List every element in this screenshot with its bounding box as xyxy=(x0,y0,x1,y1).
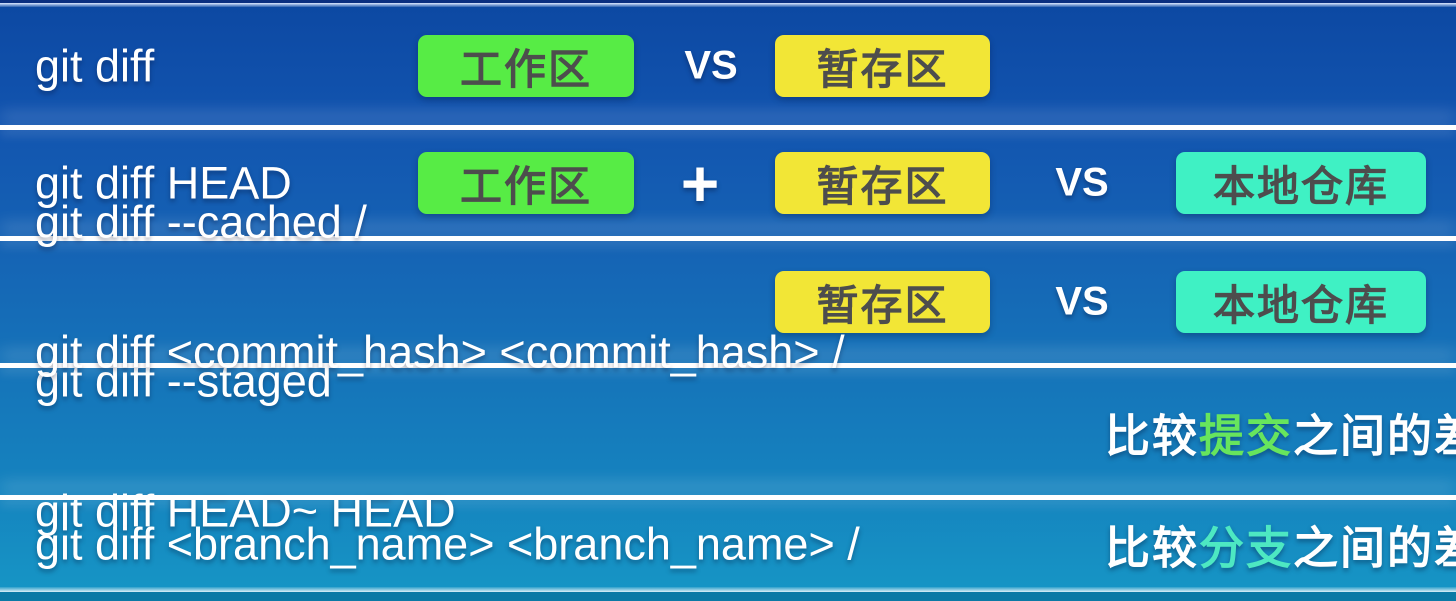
row-git-diff: git diff 工作区 VS 暂存区 xyxy=(0,7,1456,125)
row-divider xyxy=(0,363,1456,368)
top-edge-highlight xyxy=(0,3,1456,7)
row-divider xyxy=(0,495,1456,500)
working-dir-label: 工作区 xyxy=(459,162,592,210)
comparison-note: 比较提交之间的差异 xyxy=(1018,347,1456,516)
working-dir-box: 工作区 xyxy=(418,152,634,214)
comparison-note: 比较分支之间的差异 xyxy=(1018,460,1456,601)
staging-area-box: 暂存区 xyxy=(775,152,990,214)
command-line: git diff xyxy=(35,40,155,92)
working-dir-box: 工作区 xyxy=(418,35,634,97)
local-repo-label: 本地仓库 xyxy=(1212,281,1389,329)
note-prefix: 比较 xyxy=(1105,410,1200,461)
bottom-edge-highlight xyxy=(0,587,1456,592)
staging-area-label: 暂存区 xyxy=(816,281,949,329)
command-text: git diff xyxy=(35,0,154,199)
command-line: git diff HEAD xyxy=(35,157,292,209)
row-divider xyxy=(0,125,1456,130)
note-suffix: 之间的差异 xyxy=(1293,522,1456,574)
vs-label: VS xyxy=(1055,279,1109,324)
command-line: git diff <branch_name> <branch_name> / xyxy=(35,518,860,570)
note-highlight-commits: 提交 xyxy=(1199,410,1294,461)
command-line: git diff --cached / xyxy=(35,196,367,248)
local-repo-box: 本地仓库 xyxy=(1176,152,1426,214)
top-edge-dark xyxy=(0,0,1456,3)
staging-area-box: 暂存区 xyxy=(775,271,990,333)
command-line: git diff HEAD~ HEAD xyxy=(35,485,456,537)
note-suffix: 之间的差异 xyxy=(1293,410,1456,461)
vs-label: VS xyxy=(1055,160,1109,205)
command-text: git diff <commit_hash> <commit_hash> / g… xyxy=(35,219,845,601)
vs-label: VS xyxy=(684,43,738,88)
staging-area-label: 暂存区 xyxy=(816,162,949,210)
working-dir-label: 工作区 xyxy=(459,45,592,93)
local-repo-box: 本地仓库 xyxy=(1176,271,1426,333)
note-prefix: 比较 xyxy=(1105,522,1200,574)
note-highlight-branches: 分支 xyxy=(1199,522,1294,574)
local-repo-label: 本地仓库 xyxy=(1212,162,1389,210)
command-text: git diff <branch_name> <branch_name> / xyxy=(35,411,860,601)
row-git-diff-commits: git diff <commit_hash> <commit_hash> / g… xyxy=(0,326,1456,536)
staging-area-box: 暂存区 xyxy=(775,35,990,97)
command-line: git diff <commit_hash> <commit_hash> / xyxy=(35,326,845,378)
plus-sign: + xyxy=(680,146,720,220)
staging-area-label: 暂存区 xyxy=(816,45,949,93)
row-divider xyxy=(0,236,1456,241)
command-text: git diff HEAD xyxy=(35,50,292,315)
row-git-diff-head: git diff HEAD 工作区 + 暂存区 VS 本地仓库 xyxy=(0,130,1456,236)
bottom-edge-dark xyxy=(0,592,1456,601)
row-git-diff-branches: git diff <branch_name> <branch_name> / 比… xyxy=(0,500,1456,588)
